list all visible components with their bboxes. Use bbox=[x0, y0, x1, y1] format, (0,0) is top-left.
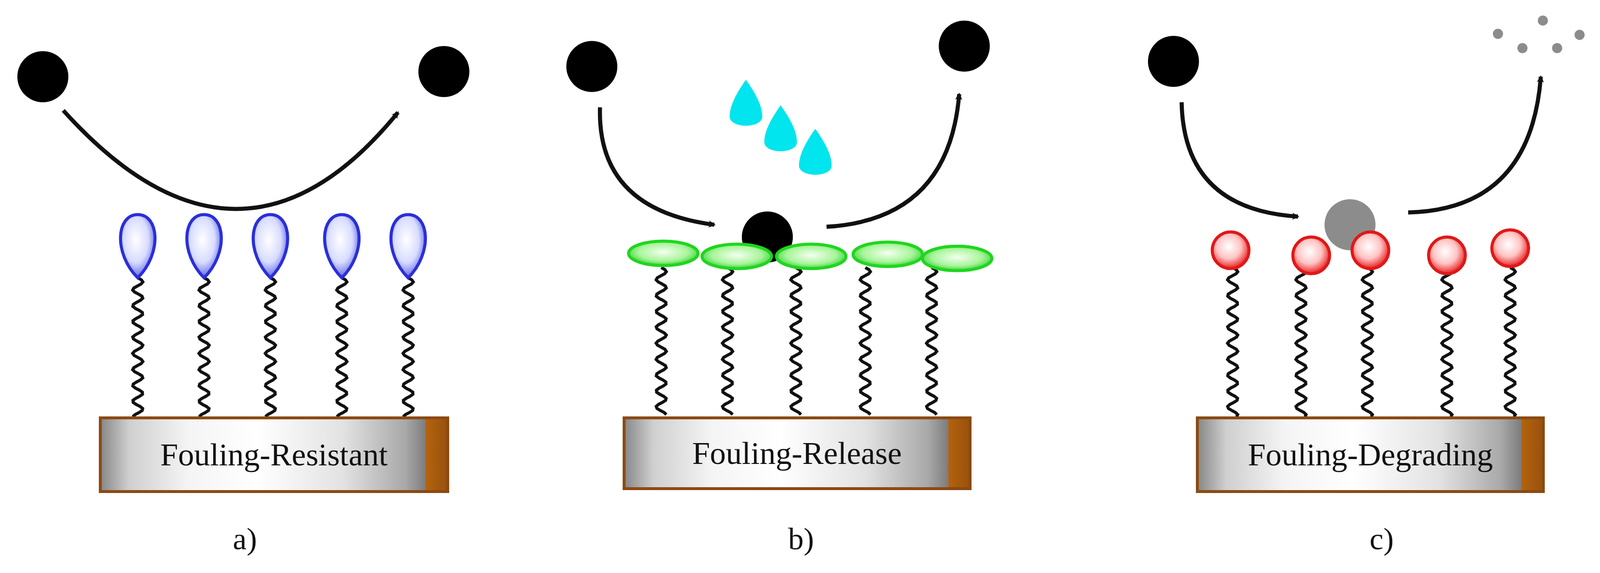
teardrop-head bbox=[391, 214, 426, 279]
polymer-chain bbox=[199, 277, 210, 417]
polymer-chain bbox=[1295, 267, 1306, 417]
water-drops bbox=[729, 79, 832, 175]
polymer-chain bbox=[403, 277, 414, 417]
polymer-chain bbox=[1505, 267, 1516, 417]
foulant-ball bbox=[418, 46, 470, 97]
panel-label: a) bbox=[233, 520, 258, 557]
substrate-box: Fouling-Degrading bbox=[1195, 416, 1545, 493]
polymer-chain bbox=[1362, 267, 1373, 417]
polymer-chain bbox=[722, 267, 733, 415]
ellipse-head bbox=[922, 246, 992, 271]
panel-label: c) bbox=[1369, 520, 1394, 557]
ellipse-head bbox=[853, 241, 923, 267]
substrate-box: Fouling-Release bbox=[622, 416, 972, 490]
polymer-chain bbox=[132, 277, 143, 417]
sphere-head bbox=[1351, 231, 1389, 269]
panel-b-art bbox=[566, 20, 992, 271]
sphere-head bbox=[1212, 231, 1250, 269]
sphere-head bbox=[1292, 236, 1330, 274]
teardrop-head bbox=[324, 214, 360, 279]
panel-a-art bbox=[17, 46, 470, 278]
water-drop bbox=[729, 79, 763, 126]
foulant-ball bbox=[1147, 35, 1199, 87]
path-arrow bbox=[1408, 76, 1541, 213]
path-arrow bbox=[599, 107, 715, 225]
polymer-chain bbox=[860, 267, 871, 415]
foulant-ball bbox=[566, 41, 618, 93]
polymer-chain bbox=[926, 267, 937, 415]
sphere-heads bbox=[1212, 229, 1529, 274]
teardrop-head bbox=[187, 214, 222, 279]
polymer-chain bbox=[265, 277, 276, 417]
polymer-chains bbox=[132, 267, 1516, 417]
path-arrow bbox=[826, 94, 960, 227]
polymer-chain bbox=[656, 267, 667, 415]
sphere-head bbox=[1491, 229, 1529, 267]
sphere-head bbox=[1428, 236, 1466, 274]
polymer-chain bbox=[1227, 267, 1238, 417]
ellipse-head bbox=[628, 240, 698, 266]
substrate-label: Fouling-Release bbox=[687, 434, 907, 472]
teardrop-heads bbox=[120, 214, 426, 279]
substrate-box: Fouling-Resistant bbox=[98, 416, 449, 493]
polymer-chain bbox=[336, 277, 347, 417]
foulant-ball bbox=[17, 51, 69, 103]
path-arrow bbox=[1181, 102, 1299, 217]
ellipse-head bbox=[776, 244, 847, 269]
substrate-label: Fouling-Degrading bbox=[1242, 436, 1498, 473]
teardrop-head bbox=[120, 214, 156, 279]
polymer-chain bbox=[1442, 267, 1453, 417]
path-arrow bbox=[63, 110, 399, 209]
substrate-label: Fouling-Resistant bbox=[155, 436, 393, 473]
panel-c-art bbox=[1147, 15, 1585, 274]
panel-label: b) bbox=[787, 520, 814, 557]
ellipse-heads bbox=[628, 240, 992, 271]
fragments bbox=[1492, 15, 1585, 54]
ellipse-head bbox=[702, 244, 772, 269]
foulant-ball bbox=[938, 20, 990, 72]
polymer-chain bbox=[790, 267, 801, 415]
water-drop bbox=[764, 105, 797, 152]
water-drop bbox=[799, 128, 832, 175]
teardrop-head bbox=[252, 214, 288, 279]
